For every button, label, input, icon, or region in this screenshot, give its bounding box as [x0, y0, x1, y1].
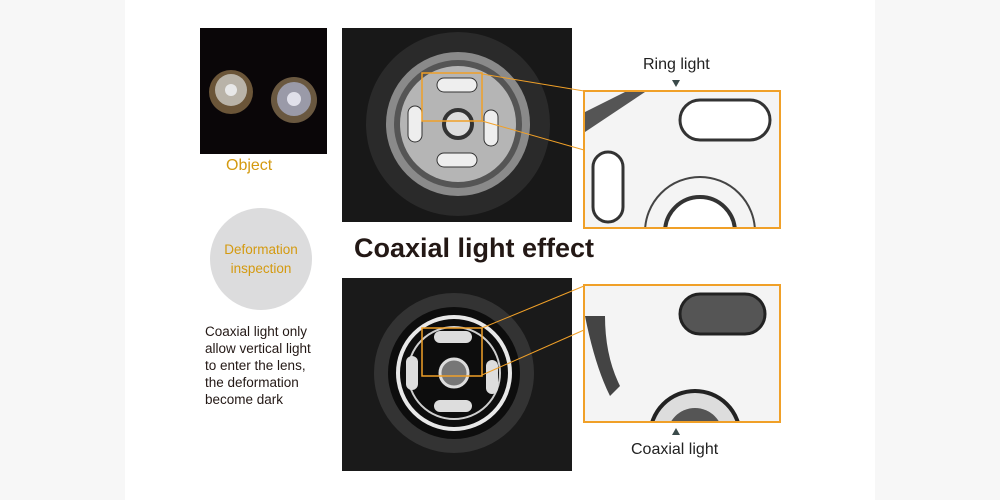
- coaxial-light-zoom-image: [585, 292, 767, 421]
- object-label: Object: [226, 157, 273, 174]
- ring-light-zoom-image: [585, 92, 772, 227]
- ring-light-zoom: [583, 90, 781, 229]
- desc-line: the deformation: [205, 375, 299, 390]
- main-title: Coaxial light effect: [354, 233, 595, 263]
- desc-line: become dark: [205, 392, 284, 407]
- desc-line: to enter the lens,: [205, 358, 306, 373]
- coaxial-light-image: [374, 293, 534, 453]
- coaxial-light-pointer-icon: [672, 428, 680, 435]
- deformation-inspection-badge: Deformation inspection: [210, 208, 312, 310]
- desc-line: allow vertical light: [205, 341, 311, 356]
- ring-light-image: [366, 32, 550, 216]
- buttons-image: [209, 70, 317, 123]
- ring-light-photo: [342, 28, 572, 222]
- ring-light-label: Ring light: [643, 56, 710, 73]
- ring-light-pointer-icon: [672, 80, 680, 87]
- desc-line: Coaxial light only: [205, 324, 308, 339]
- coaxial-light-photo: [342, 278, 572, 471]
- badge-line-2: inspection: [230, 261, 292, 276]
- coaxial-light-label: Coaxial light: [631, 441, 719, 458]
- badge-line-1: Deformation: [224, 242, 298, 257]
- description-text: Coaxial light only allow vertical light …: [205, 323, 335, 408]
- coaxial-light-zoom: [583, 284, 781, 423]
- object-photo: [200, 28, 327, 154]
